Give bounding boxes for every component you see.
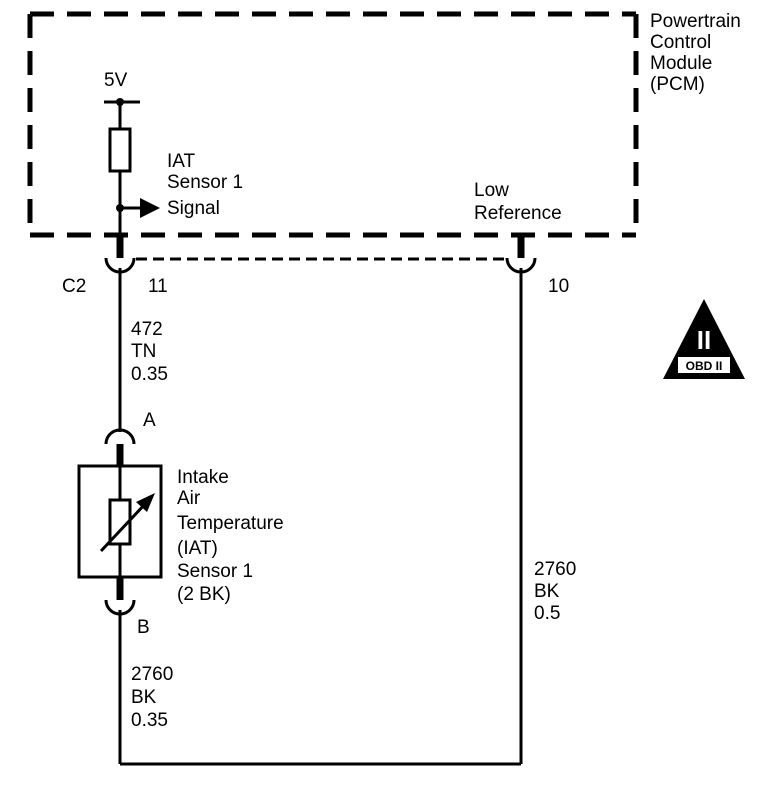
wire-472-label: 472 TN 0.35 — [131, 319, 168, 385]
variable-arrow-icon — [136, 493, 155, 512]
low-reference-line: Low — [474, 180, 509, 201]
sensor-line: (IAT) — [177, 538, 218, 559]
connector-name: C2 — [62, 276, 86, 297]
pin-11-label: 11 — [148, 276, 168, 297]
wire-2760-right-label: 2760 BK 0.5 — [534, 559, 582, 624]
wire-2760-right-line: 2760 — [534, 559, 576, 580]
sensor-label: Intake Air Temperature (IAT) Sensor 1 (2… — [177, 467, 289, 605]
signal-label: IAT Sensor 1 Signal — [167, 151, 248, 219]
wire-472-line: 472 — [131, 319, 163, 340]
low-reference-label: Low Reference — [474, 180, 562, 224]
pin-b-label: B — [137, 617, 150, 638]
obd-text-plate — [678, 357, 730, 373]
wire-2760-left-line: 2760 — [131, 664, 173, 685]
sensor-line: Intake — [177, 467, 229, 488]
signal-line: IAT — [167, 151, 196, 172]
module-line: (PCM) — [650, 74, 705, 95]
sensor-line: Sensor 1 — [177, 561, 253, 582]
pin-a-label: A — [143, 410, 156, 431]
wire-2760-left-label: 2760 BK 0.35 — [131, 664, 179, 731]
pullup-resistor — [108, 127, 132, 173]
obd-text: OBD II — [686, 359, 723, 373]
low-reference-line: Reference — [474, 203, 562, 224]
module-line: Module — [650, 53, 712, 74]
wire-2760-left-line: BK — [131, 687, 157, 708]
signal-line: Sensor 1 — [167, 172, 243, 193]
wire-2760-left-line: 0.35 — [131, 710, 168, 731]
obd-roman-numeral: II — [697, 325, 711, 355]
wire-472-line: 0.35 — [131, 364, 168, 385]
module-line: Powertrain — [650, 11, 741, 32]
wire-472-line: TN — [131, 341, 156, 362]
pin-10-label: 10 — [548, 276, 569, 297]
sensor-line: Air — [177, 488, 201, 509]
signal-line: Signal — [167, 198, 220, 219]
wire-2760-right-line: BK — [534, 581, 560, 602]
signal-arrow-icon — [140, 198, 160, 218]
pcm-boundary — [27, 11, 639, 238]
pin-a-cup — [104, 428, 136, 445]
variable-arrow-shaft — [99, 501, 148, 553]
obd-ii-badge: II OBD II — [663, 299, 745, 379]
supply-voltage-label: 5V — [104, 70, 128, 91]
module-line: Control — [650, 32, 711, 53]
sensor-line: Temperature — [177, 513, 284, 534]
module-label: Powertrain Control Module (PCM) — [650, 11, 746, 95]
wire-2760-right-line: 0.5 — [534, 603, 560, 624]
sensor-line: (2 BK) — [177, 584, 231, 605]
